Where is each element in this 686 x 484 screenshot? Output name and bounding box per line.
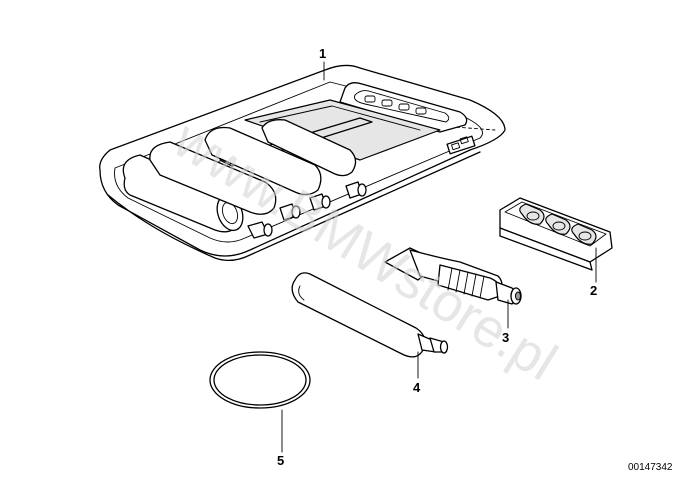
tube-ribs-icon <box>447 267 485 299</box>
valve-insert-holder-icon <box>499 197 613 271</box>
sealing-ring-icon <box>209 351 311 409</box>
callout-4: 4 <box>413 380 421 395</box>
fitting-icon <box>247 181 367 239</box>
co2-cartridge-icon <box>291 272 449 358</box>
leader-lines <box>281 61 597 453</box>
buckle-icon <box>446 135 476 155</box>
callout-2: 2 <box>590 283 597 298</box>
strap-loop-icon <box>364 95 427 115</box>
sealant-tube-icon <box>384 247 522 305</box>
callout-5: 5 <box>277 453 284 468</box>
callout-3: 3 <box>502 330 509 345</box>
callout-1: 1 <box>319 46 326 61</box>
valve-core-icon <box>519 203 597 245</box>
document-number: 00147342 <box>628 462 673 473</box>
tool-roll-bag-icon <box>99 64 506 262</box>
